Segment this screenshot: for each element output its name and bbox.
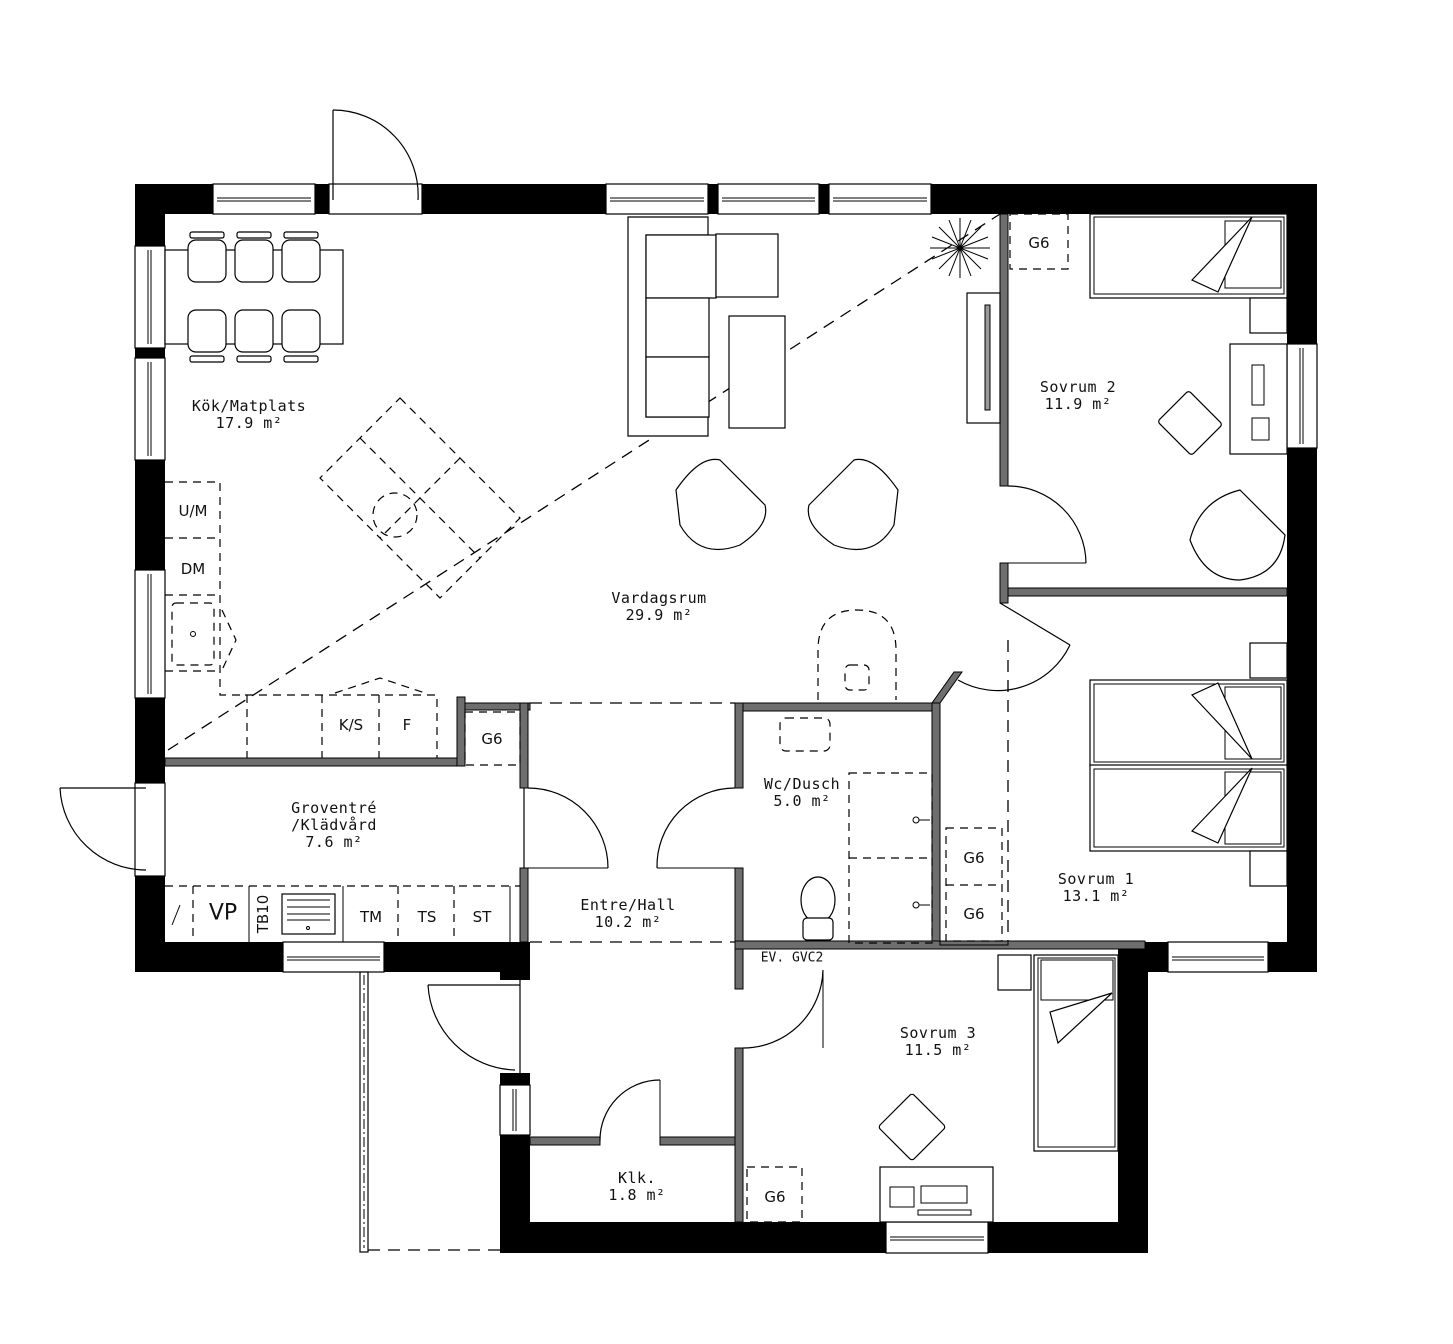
fixture-st: ST xyxy=(472,908,492,926)
tv-cabinet xyxy=(966,292,1001,424)
fixture-tb10: TB10 xyxy=(254,894,272,934)
fixture-g6-sovrum1-b: G6 xyxy=(963,905,985,923)
armchairs xyxy=(675,458,899,551)
fixture-tm: TM xyxy=(359,908,383,926)
room-area: 1.8 m² xyxy=(608,1186,666,1204)
interior-walls xyxy=(164,213,1288,1223)
room-area: 10.2 m² xyxy=(594,913,662,931)
plant xyxy=(930,218,990,278)
room-area: 5.0 m² xyxy=(773,792,831,810)
room-name: Kök/Matplats xyxy=(191,397,307,415)
fixture-g6-sovrum2: G6 xyxy=(1028,234,1050,252)
doors xyxy=(59,109,1087,1142)
room-area: 29.9 m² xyxy=(625,606,693,624)
fixture-ks: K/S xyxy=(338,716,364,734)
room-name: Sovrum 3 xyxy=(899,1024,977,1042)
room-name-line1: Groventré xyxy=(291,799,377,817)
sovrum3-furniture xyxy=(746,954,1119,1223)
fixture-g6-sovrum1-a: G6 xyxy=(963,849,985,867)
shower-chair-dashed xyxy=(817,609,897,700)
windows xyxy=(134,183,1318,1254)
sovrum1-furniture xyxy=(945,640,1288,942)
kitchen-island xyxy=(319,397,521,599)
room-label-sovrum3: Sovrum 3 11.5 m² xyxy=(900,1025,976,1059)
room-name: Entre/Hall xyxy=(580,896,676,914)
room-label-sovrum2: Sovrum 2 11.9 m² xyxy=(1040,379,1116,413)
room-label-entre: Entre/Hall 10.2 m² xyxy=(580,897,675,931)
room-name: Klk. xyxy=(617,1169,657,1187)
dining-table-set xyxy=(164,231,344,363)
room-label-sovrum1: Sovrum 1 13.1 m² xyxy=(1058,871,1134,905)
patio-outline xyxy=(359,971,500,1253)
room-label-klk: Klk. 1.8 m² xyxy=(608,1170,665,1204)
fixture-vp: VP xyxy=(208,900,238,926)
room-name-line2: /Klädvård xyxy=(291,816,377,834)
room-label-vardagsrum: Vardagsrum 29.9 m² xyxy=(611,590,706,624)
fixture-dm: DM xyxy=(180,560,206,578)
chairs xyxy=(187,231,321,363)
groventre-fixtures xyxy=(165,711,521,942)
room-name: Sovrum 1 xyxy=(1057,870,1135,888)
kitchen-counter xyxy=(165,481,438,758)
room-label-wcdusch: Wc/Dusch 5.0 m² xyxy=(764,776,840,810)
room-area: 7.6 m² xyxy=(305,833,363,851)
room-area: 11.9 m² xyxy=(1044,395,1112,413)
bathroom-fixtures xyxy=(779,717,933,944)
room-area: 11.5 m² xyxy=(904,1041,972,1059)
room-name: Vardagsrum xyxy=(611,589,707,607)
room-name: Sovrum 2 xyxy=(1039,378,1117,396)
fixture-um: U/M xyxy=(178,502,208,520)
sovrum2-furniture xyxy=(1009,213,1288,581)
room-name: Wc/Dusch xyxy=(763,775,841,793)
fixture-ev-gvc2: EV. GVC2 xyxy=(760,950,824,966)
exterior-walls xyxy=(135,184,1317,1253)
fixture-g6-kok: G6 xyxy=(481,730,503,748)
room-area: 17.9 m² xyxy=(215,414,283,432)
room-area: 13.1 m² xyxy=(1062,887,1130,905)
sightline xyxy=(167,213,1001,751)
sofa xyxy=(627,216,779,437)
coffee-table xyxy=(728,315,786,429)
fixture-ts: TS xyxy=(417,908,437,926)
fixture-f: F xyxy=(402,716,412,734)
room-label-groventre: Groventré /Klädvård 7.6 m² xyxy=(291,800,377,851)
room-label-kok: Kök/Matplats 17.9 m² xyxy=(192,398,306,432)
fixture-g6-sovrum3: G6 xyxy=(764,1188,786,1206)
